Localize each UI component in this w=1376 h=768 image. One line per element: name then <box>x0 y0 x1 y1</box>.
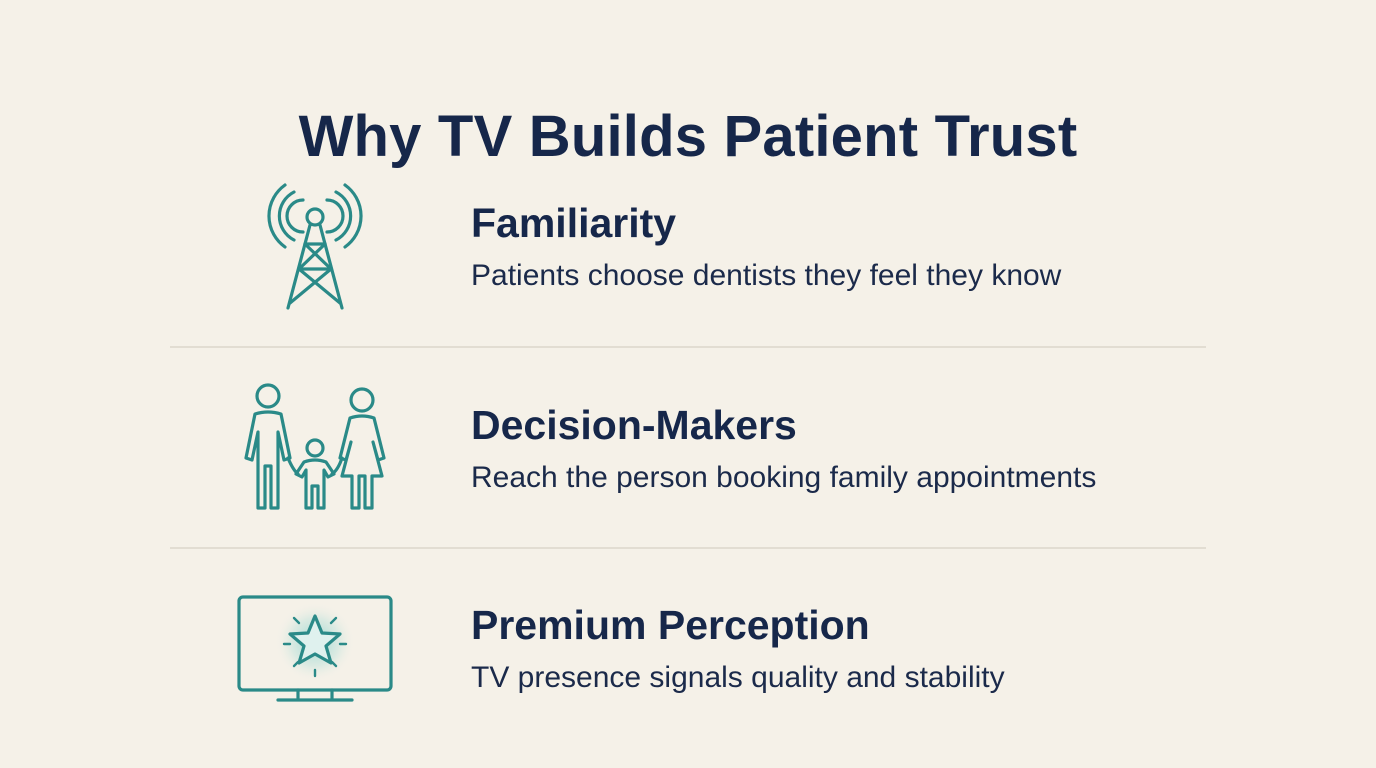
benefit-heading: Premium Perception <box>471 602 870 648</box>
broadcast-tower-icon <box>230 148 400 310</box>
page-title: Why TV Builds Patient Trust <box>298 103 1078 169</box>
benefit-heading: Familiarity <box>471 200 677 246</box>
benefit-row-familiarity: Familiarity Patients choose dentists the… <box>170 148 1206 348</box>
family-icon <box>230 348 400 510</box>
divider <box>170 346 1206 348</box>
benefit-description: Reach the person booking family appointm… <box>471 461 1097 494</box>
benefit-heading: Decision-Makers <box>471 402 797 448</box>
benefit-description: Patients choose dentists they feel they … <box>471 259 1062 292</box>
divider <box>170 547 1206 549</box>
benefit-description: TV presence signals quality and stabilit… <box>471 661 1005 694</box>
benefit-row-decision-makers: Decision-Makers Reach the person booking… <box>170 348 1206 548</box>
benefit-row-premium-perception: Premium Perception TV presence signals q… <box>170 548 1206 748</box>
tv-star-icon <box>230 548 400 702</box>
